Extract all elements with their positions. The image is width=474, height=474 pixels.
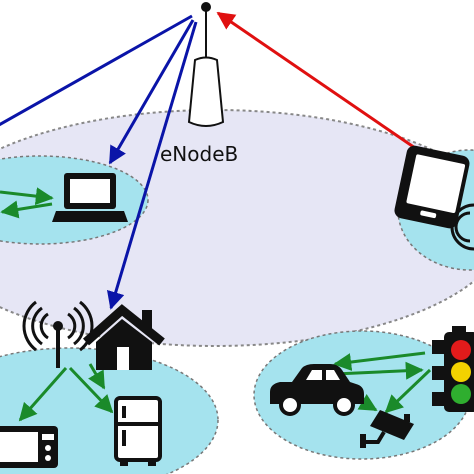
downlink-arrow-house [106, 21, 198, 310]
security-camera-icon [360, 410, 414, 448]
d2d-arrow [18, 367, 68, 422]
downlink-arrow-laptop [108, 19, 195, 165]
d2d-arrow [0, 200, 53, 219]
uplink-arrow-smartphone [216, 11, 419, 152]
laptop-icon [52, 173, 128, 222]
wifi-router-icon [22, 300, 94, 368]
wireless-signal-icon [450, 203, 474, 251]
d2d-arrow [68, 366, 114, 414]
antenna-mast-icon [187, 2, 225, 127]
d2d-arrow [384, 368, 432, 414]
downlink-arrow-left [0, 14, 193, 127]
traffic-light-icon [432, 326, 474, 412]
d2d-arrow [333, 351, 426, 371]
house-icon [83, 304, 165, 370]
enodeb-label: eNodeB [160, 142, 238, 166]
d2d-arrow [334, 361, 424, 380]
smartphone-icon [394, 145, 470, 229]
refrigerator-icon [114, 396, 162, 466]
d2d-arrow [0, 187, 54, 206]
car-icon [270, 364, 364, 416]
microwave-icon [0, 426, 58, 468]
d2d-arrow [88, 363, 106, 390]
